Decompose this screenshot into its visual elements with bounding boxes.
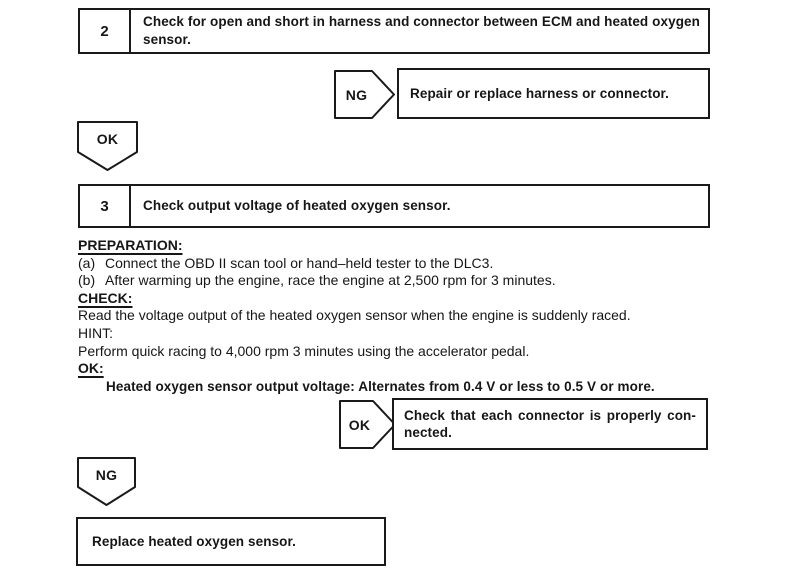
ng-flow-connector: NG: [77, 457, 136, 506]
replace-sensor-box: Replace heated oxygen sensor.: [76, 517, 386, 566]
ng-branch-label: NG: [345, 86, 368, 103]
step-2-instruction: Check for open and short in harness and …: [143, 14, 700, 47]
step-2-number: 2: [80, 10, 131, 52]
step-3-number: 3: [80, 186, 131, 226]
preparation-heading: PREPARATION:: [78, 237, 183, 253]
ng-connector-label: NG: [95, 466, 118, 483]
preparation-item-b: (b) After warming up the engine, race the…: [78, 272, 684, 290]
hint-text: Perform quick racing to 4,000 rpm 3 minu…: [78, 342, 530, 359]
procedure-text-block: PREPARATION: (a) Connect the OBD II scan …: [78, 237, 684, 395]
ng-branch-arrow: NG: [334, 70, 395, 119]
ok-branch-arrow: OK: [339, 400, 396, 449]
item-b-marker: (b): [78, 272, 96, 289]
step-2-box: 2 Check for open and short in harness an…: [78, 8, 710, 54]
replace-sensor-text: Replace heated oxygen sensor.: [92, 534, 296, 549]
ok-heading: OK:: [78, 360, 104, 377]
check-heading: CHECK:: [78, 289, 133, 306]
preparation-item-a: (a) Connect the OBD II scan tool or hand–…: [78, 255, 684, 273]
step-3-box: 3 Check output voltage of heated oxygen …: [78, 184, 710, 228]
check-text: Read the voltage output of the heated ox…: [78, 307, 631, 324]
item-b-text: After warming up the engine, race the en…: [105, 272, 556, 289]
down-pentagon-shape: [77, 457, 136, 506]
ok-branch-label: OK: [348, 416, 371, 433]
arrow-pentagon-shape: [339, 400, 396, 449]
repair-action-box: Repair or replace harness or connector.: [397, 68, 710, 119]
item-a-text: Connect the OBD II scan tool or hand–hel…: [105, 254, 494, 271]
connector-check-line2: nected.: [404, 425, 452, 440]
down-pentagon-shape: [77, 121, 138, 171]
ok-connector-label: OK: [96, 131, 119, 147]
step-3-instruction: Check output voltage of heated oxygen se…: [143, 198, 451, 213]
connector-check-line1: Check that each connector is properly co…: [404, 408, 696, 423]
item-a-marker: (a): [78, 254, 96, 271]
ok-flow-connector: OK: [77, 121, 138, 171]
ok-spec-text: Heated oxygen sensor output voltage: Alt…: [106, 378, 655, 394]
connector-check-box: Check that each connector is properly co…: [392, 398, 708, 450]
hint-heading: HINT:: [78, 324, 113, 341]
repair-action-text: Repair or replace harness or connector.: [410, 86, 669, 101]
arrow-pentagon-shape: [334, 70, 395, 119]
